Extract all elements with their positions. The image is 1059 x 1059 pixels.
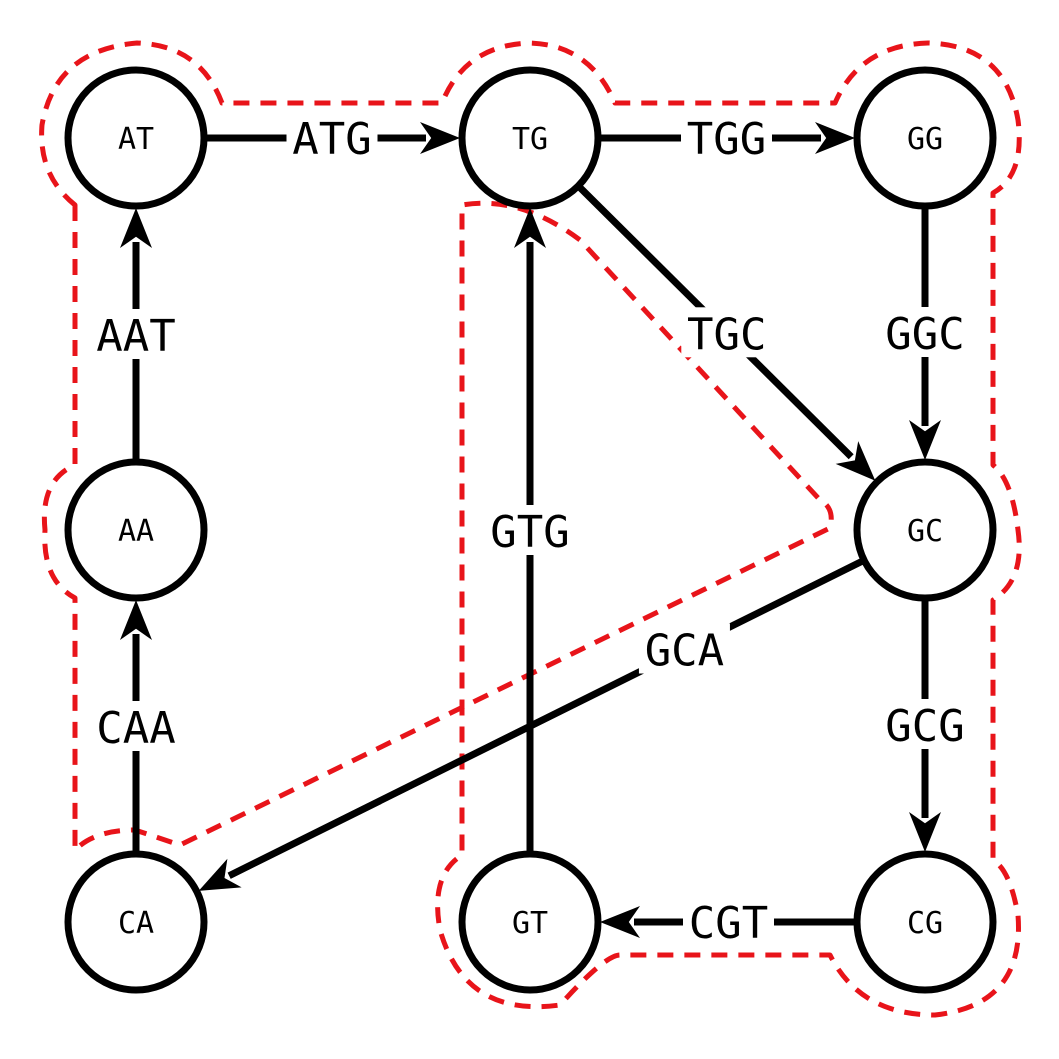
arrow-head-icon: [600, 906, 640, 938]
edge-tgc: TGC: [575, 183, 876, 481]
arrow-head-icon: [909, 812, 941, 852]
edge-aat: AAT: [90, 208, 182, 462]
nodes-layer: AT TG GG AA GC CA GT CG: [64, 66, 997, 994]
node-circle: [64, 458, 208, 602]
edge-label: GGC: [885, 309, 964, 360]
edge-label: TGC: [687, 309, 766, 360]
node-circle: [853, 66, 997, 210]
edge-label-background: [683, 896, 774, 946]
highlighted-path-layer: [39, 40, 1022, 1018]
arrow-head-icon: [909, 420, 941, 460]
node-gg: GG: [853, 66, 997, 210]
node-label: TG: [512, 122, 548, 157]
node-circle: [64, 66, 208, 210]
node-ca: CA: [64, 850, 208, 994]
edge-line: [227, 557, 866, 879]
edge-label-background: [879, 699, 971, 749]
node-at: AT: [64, 66, 208, 210]
edge-label-background: [90, 309, 182, 359]
node-label: CG: [907, 906, 943, 941]
edge-label: CGT: [689, 898, 768, 949]
edge-atg: ATG: [204, 112, 460, 165]
node-label: GC: [907, 514, 943, 549]
arrow-head-icon: [835, 441, 876, 481]
edge-label-background: [681, 307, 773, 358]
node-label: CA: [118, 906, 154, 941]
edge-label: ATG: [292, 114, 371, 165]
edge-label-background: [638, 623, 730, 674]
edge-gcg: GCG: [879, 598, 971, 852]
edge-label-background: [681, 112, 772, 162]
edge-label: GCA: [645, 626, 724, 677]
node-tg: TG: [458, 66, 602, 210]
arrow-head-icon: [420, 122, 460, 154]
highlighted-eulerian-path-outline: [39, 40, 1022, 1018]
edge-label: GCG: [885, 701, 964, 752]
arrow-head-icon: [120, 208, 152, 248]
arrow-head-icon: [198, 858, 242, 891]
edge-label-background: [879, 307, 971, 357]
arrow-head-icon: [120, 600, 152, 640]
node-label: GT: [512, 906, 548, 941]
edge-cgt: CGT: [600, 896, 857, 949]
arrow-head-icon: [514, 208, 546, 248]
node-label: GG: [907, 122, 943, 157]
edge-ggc: GGC: [879, 206, 971, 460]
edge-label: GTG: [490, 507, 569, 558]
edge-label-background: [286, 112, 378, 162]
node-circle: [853, 458, 997, 602]
edge-caa: CAA: [90, 600, 182, 854]
edge-label: CAA: [96, 703, 175, 754]
node-circle: [64, 850, 208, 994]
node-circle: [853, 850, 997, 994]
edge-gtg: GTG: [484, 208, 576, 854]
node-label: AT: [118, 122, 154, 157]
edge-label-background: [90, 701, 182, 751]
arrow-head-icon: [815, 122, 855, 154]
node-aa: AA: [64, 458, 208, 602]
node-cg: CG: [853, 850, 997, 994]
edge-label: TGG: [687, 114, 766, 165]
node-gt: GT: [458, 850, 602, 994]
node-gc: GC: [853, 458, 997, 602]
edge-gca: GCA: [198, 557, 866, 891]
node-circle: [458, 66, 602, 210]
edge-label-background: [484, 505, 576, 555]
edge-label: AAT: [96, 311, 175, 362]
node-circle: [458, 850, 602, 994]
edge-tgg: TGG: [598, 112, 855, 165]
node-label: AA: [118, 514, 154, 549]
